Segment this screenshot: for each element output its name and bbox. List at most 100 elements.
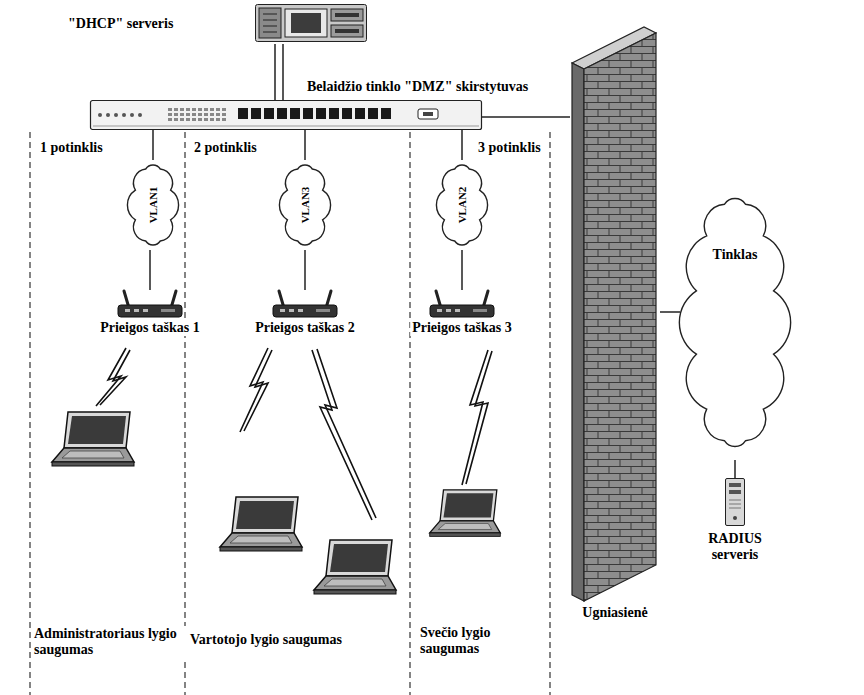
switch-icon-part xyxy=(290,108,300,119)
illustration-part xyxy=(29,132,30,695)
switch-icon-part xyxy=(93,126,479,127)
ap-icon xyxy=(270,290,340,318)
ap-icon-part xyxy=(316,309,330,312)
illustration-part xyxy=(466,351,492,484)
illustration-part xyxy=(430,490,501,536)
ap-icon xyxy=(427,290,497,318)
switch-icon-part xyxy=(316,108,326,119)
ap-node: Prieigos taškas 2 xyxy=(235,290,375,338)
cloud-icon-part xyxy=(436,165,487,245)
switch-icon-part xyxy=(368,108,378,119)
switch-icon-part xyxy=(180,118,184,121)
subnet-label: 1 potinklis xyxy=(38,140,105,156)
switch-icon-part xyxy=(198,108,202,111)
wall-icon xyxy=(570,25,660,605)
switch-icon-part xyxy=(264,108,274,119)
switch-icon-part xyxy=(198,118,202,121)
switch-icon-part xyxy=(238,108,248,119)
switch-icon-part xyxy=(174,113,178,116)
switch-icon-part xyxy=(192,118,196,121)
server-icon-part xyxy=(263,26,277,27)
server-icon-part xyxy=(263,32,277,33)
server-icon-part xyxy=(335,29,359,33)
switch-icon-part xyxy=(216,118,220,121)
ap-icon-part xyxy=(446,309,451,312)
illustration-part xyxy=(100,350,130,405)
switch-icon-part xyxy=(186,118,190,121)
tower-node: RADIUS serveris xyxy=(697,478,773,568)
server-icon-part xyxy=(259,8,281,38)
switch-icon-part xyxy=(180,108,184,111)
illustration-part xyxy=(184,132,185,695)
server-icon-part xyxy=(285,9,327,37)
tower-icon-part xyxy=(729,483,741,487)
switch-icon-part xyxy=(342,108,352,119)
network-link xyxy=(461,250,463,290)
device-label: Prieigos taškas 1 xyxy=(98,320,202,336)
ap-icon-part xyxy=(430,305,494,317)
switch-icon-part xyxy=(122,113,126,117)
cloud-outline xyxy=(680,185,790,460)
tower-icon-part xyxy=(729,490,741,494)
server-icon-part xyxy=(256,5,367,42)
switch-icon-part xyxy=(186,108,190,111)
switch-icon-part xyxy=(98,113,102,117)
network-cloud: VLAN3 xyxy=(280,160,330,250)
cloud-icon-part xyxy=(679,199,790,447)
switch-icon-part xyxy=(138,113,142,117)
tower-icon xyxy=(725,478,745,526)
ap-icon-part xyxy=(289,309,294,312)
switch-icon xyxy=(90,100,482,130)
subnet-label: 2 potinklis xyxy=(192,140,259,156)
ap-icon-part xyxy=(455,309,460,312)
switch-icon-part xyxy=(423,112,433,116)
device-label: Belaidžio tinklo "DMZ" skirstytuvas xyxy=(305,79,530,95)
switch-icon-part xyxy=(204,108,208,111)
ap-node: Prieigos taškas 3 xyxy=(392,290,532,338)
cloud-label: Tinklas xyxy=(711,247,760,263)
switch-icon-part xyxy=(418,109,438,119)
tower-icon-part xyxy=(729,504,741,505)
network-link xyxy=(275,44,283,100)
tower-icon-part xyxy=(733,516,737,520)
switch-icon-part xyxy=(210,113,214,116)
switch-icon-part xyxy=(198,113,202,116)
switch-icon-part xyxy=(204,118,208,121)
cloud-icon-part xyxy=(279,165,330,245)
network-link xyxy=(152,130,154,160)
ap-icon-part xyxy=(118,305,182,317)
switch-icon-part xyxy=(91,101,482,130)
network-link xyxy=(149,250,151,290)
server-icon-part xyxy=(263,14,277,15)
switch-icon-part xyxy=(210,118,214,121)
switch-icon-part xyxy=(168,118,172,121)
switch-icon-part xyxy=(130,113,134,117)
ap-icon-part xyxy=(143,309,148,312)
switch-icon-part xyxy=(222,113,226,116)
wall-icon-part xyxy=(572,63,584,601)
ap-icon-part xyxy=(273,305,337,317)
device-label: RADIUS serveris xyxy=(700,531,770,563)
ap-icon xyxy=(115,290,185,318)
illustration-part xyxy=(549,132,550,695)
illustration-part xyxy=(317,349,376,518)
subnet-divider xyxy=(30,132,550,695)
switch-icon-part xyxy=(106,113,110,117)
cloud-label: VLAN1 xyxy=(147,185,160,226)
illustration-part xyxy=(52,412,134,466)
tower-icon-part xyxy=(729,508,741,509)
switch-icon-part xyxy=(222,118,226,121)
security-level-label: Svečio lygio saugumas xyxy=(418,625,518,657)
switch-icon-part xyxy=(303,108,313,119)
ap-icon-part xyxy=(437,309,442,312)
switch-node: Belaidžio tinklo "DMZ" skirstytuvas xyxy=(90,100,482,130)
switch-icon-part xyxy=(210,108,214,111)
switch-icon-part xyxy=(216,108,220,111)
switch-icon-part xyxy=(355,108,365,119)
switch-icon-part xyxy=(192,108,196,111)
network-link xyxy=(304,130,306,160)
ap-icon-part xyxy=(473,309,487,312)
wall-icon-part xyxy=(584,33,656,601)
ap-icon-part xyxy=(134,309,139,312)
